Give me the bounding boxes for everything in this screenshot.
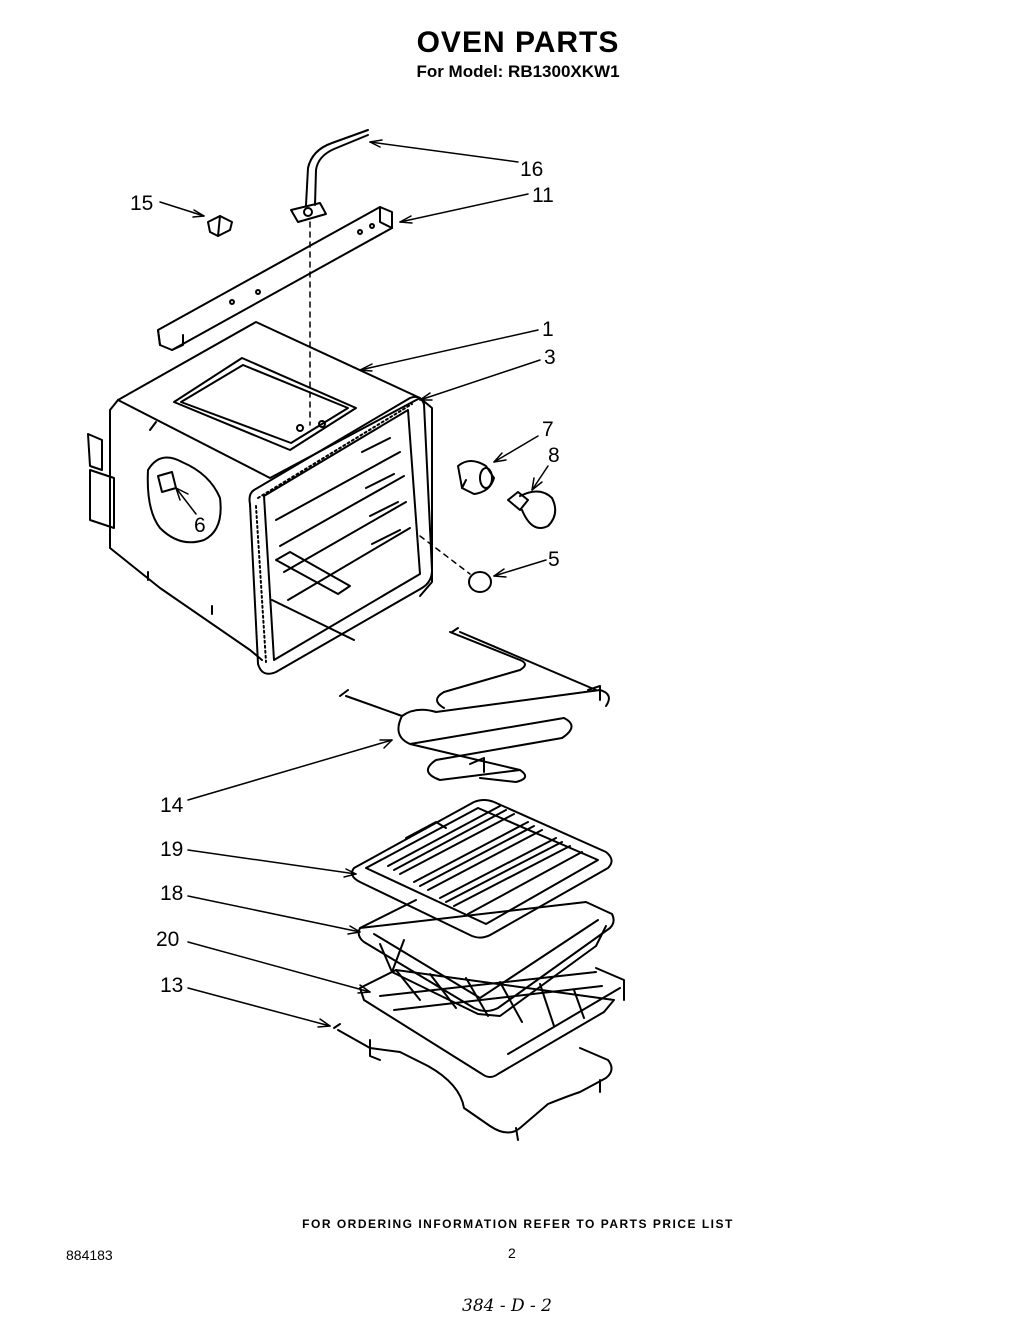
callout-6: 6 xyxy=(194,514,206,537)
part-20-oven-rack xyxy=(359,967,625,1078)
part-7-lamp-socket xyxy=(457,460,495,495)
callout-18: 18 xyxy=(160,882,183,905)
part-11-bracket xyxy=(157,206,393,351)
callout-7: 7 xyxy=(542,418,554,441)
part-1-oven-cavity xyxy=(87,321,433,661)
callout-13: 13 xyxy=(160,974,183,997)
part-16-capillary-tube xyxy=(290,129,369,426)
callout-labels: 16 15 11 1 3 7 8 6 5 14 19 18 20 13 xyxy=(130,158,560,997)
part-15-clip xyxy=(207,215,233,237)
leader-lines xyxy=(159,139,549,1028)
callout-14: 14 xyxy=(160,794,184,817)
ordering-info-note: FOR ORDERING INFORMATION REFER TO PARTS … xyxy=(302,1217,734,1231)
part-5-lamp-cover xyxy=(419,535,492,593)
document-number: 884183 xyxy=(66,1247,113,1263)
part-13-broil-element xyxy=(333,1023,613,1141)
model-subtitle: For Model: RB1300XKW1 xyxy=(416,62,620,81)
callout-16: 16 xyxy=(520,158,543,181)
callout-11: 11 xyxy=(532,184,554,207)
callout-1: 1 xyxy=(542,318,554,341)
callout-3: 3 xyxy=(544,346,556,369)
part-19-broiler-grid xyxy=(351,799,613,939)
part-8-light-bulb xyxy=(507,490,557,529)
part-14-bake-element xyxy=(339,627,610,783)
callout-5: 5 xyxy=(548,548,560,571)
page-number: 2 xyxy=(508,1245,516,1261)
page-title: OVEN PARTS xyxy=(416,26,620,59)
callout-8: 8 xyxy=(548,444,560,467)
callout-15: 15 xyxy=(130,192,153,215)
callout-20: 20 xyxy=(156,928,179,951)
handwritten-note: 384 - D - 2 xyxy=(462,1296,552,1316)
callout-19: 19 xyxy=(160,838,183,861)
